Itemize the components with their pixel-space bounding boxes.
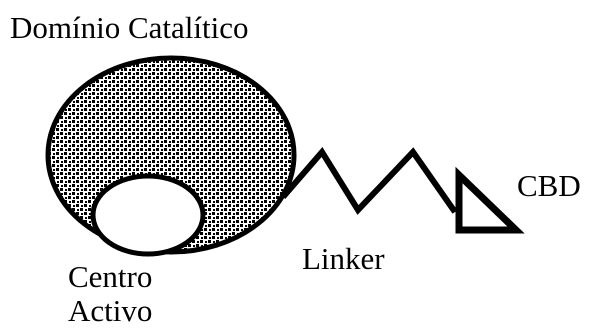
active-center-label-line1: Centro	[68, 259, 153, 294]
linker-zigzag	[280, 146, 458, 215]
active-center-label: Centro Activo	[68, 260, 152, 328]
cbd-triangle	[455, 166, 525, 234]
linker-label: Linker	[302, 241, 385, 276]
active-center-shape	[90, 173, 206, 257]
active-center-label-line2: Activo	[68, 293, 153, 328]
catalytic-domain-label: Domínio Catalítico	[10, 10, 249, 45]
cbd-label: CBD	[517, 168, 581, 203]
